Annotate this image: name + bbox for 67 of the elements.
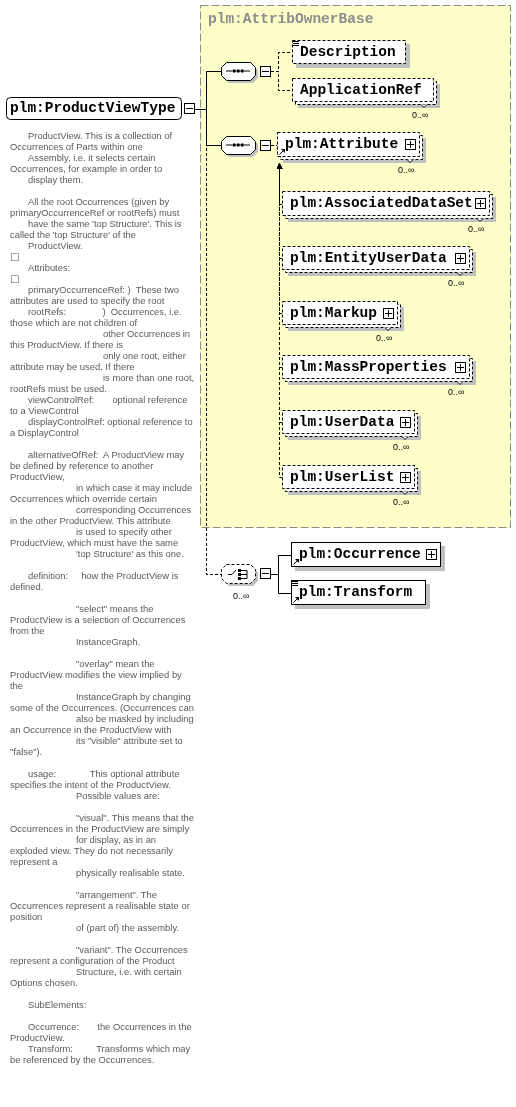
sequence-compositor xyxy=(221,62,271,83)
occurrence-range: 0..∞ xyxy=(468,224,485,234)
element-name: plm:Transform xyxy=(299,583,413,602)
documentation-text: definition: how the ProductView is defined. xyxy=(10,570,180,592)
type-box xyxy=(6,97,195,120)
element-name: plm:Markup xyxy=(290,304,377,323)
element-name: plm:AssociatedDataSet xyxy=(290,194,473,213)
element-box xyxy=(282,246,476,276)
occurrence-range: 0..∞ xyxy=(398,165,415,175)
documentation-text: its "visible" attribute set to "false"). xyxy=(10,735,184,757)
occurrence-range: 0..∞ xyxy=(448,387,465,397)
sequence-compositor xyxy=(221,136,271,157)
square-glyph: □ xyxy=(10,251,19,262)
element-box xyxy=(282,465,421,495)
element-name: ApplicationRef xyxy=(300,81,422,100)
documentation-text: ProductView. This is a collection of Occurrences of Parts within one xyxy=(10,130,173,152)
base-type-panel xyxy=(200,5,511,528)
documentation-text: is more than one root, rootRefs must be used. xyxy=(10,372,196,394)
documentation-text: "variant". The Occurrences represent a configuration of the Product xyxy=(10,944,189,966)
documentation-text: displayControlRef: optional reference to a DisplayControl xyxy=(10,416,194,438)
element-box xyxy=(282,410,421,440)
documentation-text: physically realisable state. xyxy=(75,867,186,878)
occurrence-range: 0..∞ xyxy=(393,497,410,507)
element-name: Description xyxy=(300,43,396,62)
element-box xyxy=(292,78,440,108)
occurrence-range: 0..∞ xyxy=(376,333,393,343)
element-name: plm:UserList xyxy=(290,468,395,487)
documentation-text: InstanceGraph. xyxy=(75,636,142,647)
element-box xyxy=(291,580,430,609)
occurrence-range: 0..∞ xyxy=(233,591,250,601)
element-box xyxy=(282,301,404,331)
documentation-text: Occurrence: the Occurrences in the ProductView. xyxy=(10,1021,193,1043)
element-box xyxy=(291,542,445,571)
connector-line xyxy=(270,145,278,146)
occurrence-range: 0..∞ xyxy=(412,110,429,120)
element-name: plm:UserData xyxy=(290,413,395,432)
documentation-text: have the same 'top Structure'. This is called the 'top Structure' of the xyxy=(10,218,183,240)
occurrence-range: 0..∞ xyxy=(393,442,410,452)
choice-compositor xyxy=(221,564,271,586)
element-box xyxy=(282,355,476,385)
element-box xyxy=(282,191,496,222)
arrow xyxy=(276,162,283,478)
documentation-text: of (part of) the assembly. xyxy=(75,922,180,933)
documentation-text: ProductView. xyxy=(27,240,84,251)
documentation-text: display them. xyxy=(27,174,85,185)
documentation-text: "overlay" mean the ProductView modifies the view implied by the xyxy=(10,658,183,691)
element-name: plm:Attribute xyxy=(285,135,399,154)
documentation-text: "select" means the ProductView is a selection of Occurrences from the xyxy=(10,603,187,636)
element-box xyxy=(277,132,426,163)
element-name: plm:MassProperties xyxy=(290,358,447,377)
documentation-text: is used to specify other ProductView, which must have the same xyxy=(10,526,180,548)
element-box xyxy=(292,40,410,68)
documentation-text: Transform: Transforms which may be referenced by the Occurrences. xyxy=(10,1043,192,1065)
documentation-text: Possible values are: xyxy=(75,790,161,801)
element-name: plm:EntityUserData xyxy=(290,249,447,268)
documentation-text: Structure, i.e. with certain Options chosen. xyxy=(10,966,183,988)
connector-line xyxy=(270,71,293,91)
group-title: plm:AttribOwnerBase xyxy=(208,11,374,27)
square-glyph: □ xyxy=(10,273,19,284)
occurrence-range: 0..∞ xyxy=(448,278,465,288)
documentation-text: SubElements: xyxy=(27,999,88,1010)
type-name: plm:ProductViewType xyxy=(10,99,176,118)
element-name: plm:Occurrence xyxy=(299,545,421,564)
documentation-text: 'top Structure' as this one. xyxy=(75,548,185,559)
documentation-text: usage: This optional attribute specifies the intent of the ProductView. xyxy=(10,768,181,790)
documentation-text: Attributes: xyxy=(27,262,72,273)
connector-line xyxy=(270,574,292,594)
